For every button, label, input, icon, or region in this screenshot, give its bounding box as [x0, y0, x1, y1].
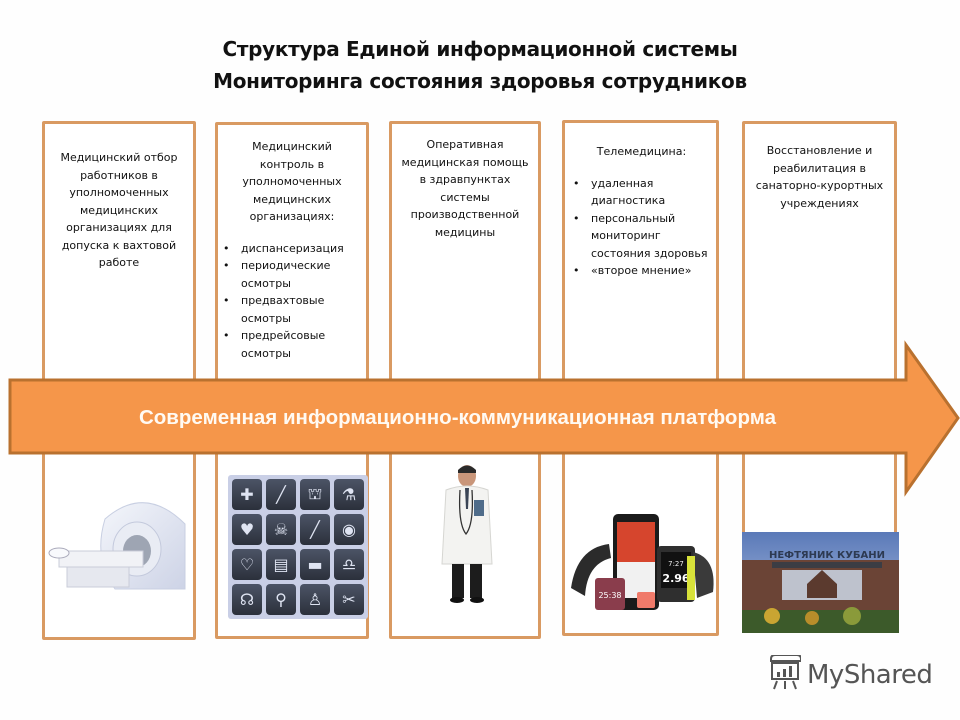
- stethoscope-icon: ☊: [232, 584, 262, 615]
- wearable-devices-image: 7:27 2.96 25:38: [567, 508, 717, 618]
- doctor-image: [432, 464, 502, 604]
- syringe-icon: ╱: [266, 479, 296, 510]
- watch-time-2-text: 25:38: [598, 591, 621, 600]
- card-medical-selection: Медицинский отбор работников в уполномоч…: [42, 121, 196, 640]
- card-rehabilitation: Восстановление и реабилитация в санаторн…: [742, 121, 899, 633]
- card-heading: Восстановление и реабилитация в санаторн…: [755, 144, 884, 210]
- bullet-list: диспансеризация периодические осмотры пр…: [223, 240, 361, 363]
- platform-arrow-label: Современная информационно-коммуникационн…: [138, 406, 776, 429]
- microscope-icon: ⚲: [266, 584, 296, 615]
- watermark-text: MyShared: [807, 660, 933, 690]
- clipboard-icon: ▤: [266, 549, 296, 580]
- watch-time-text: 7:27: [668, 560, 684, 568]
- skull-icon: ☠: [266, 514, 296, 545]
- list-item: предрейсовые осмотры: [223, 327, 361, 362]
- scissors-icon: ✂: [334, 584, 364, 615]
- medical-icons-grid: ✚ ╱ ⛫ ⚗ ♥ ☠ ╱ ◉ ♡ ▤ ▬ ♎ ☊ ⚲ ♙ ✂: [228, 475, 368, 619]
- myshared-watermark[interactable]: MyShared: [767, 654, 933, 695]
- bullet-list: удаленная диагностика персональный монит…: [573, 175, 710, 280]
- thermometer-icon: ╱: [300, 514, 330, 545]
- cross-icon: ✚: [232, 479, 262, 510]
- mri-scanner-image: [45, 489, 193, 599]
- building-sign-text: НЕФТЯНИК КУБАНИ: [769, 550, 885, 561]
- list-item: диспансеризация: [223, 240, 361, 258]
- eye-icon: ◉: [334, 514, 364, 545]
- lungs-icon: ♎: [334, 549, 364, 580]
- card-telemedicine: Телемедицина: удаленная диагностика перс…: [562, 120, 719, 636]
- list-item: предвахтовые осмотры: [223, 292, 361, 327]
- list-item: удаленная диагностика: [573, 175, 710, 210]
- card-content: Телемедицина: удаленная диагностика перс…: [573, 143, 710, 280]
- card-heading: Медицинский контроль в уполномоченных ме…: [242, 140, 342, 223]
- diagram-title: Структура Единой информационной системы …: [0, 33, 960, 97]
- card-heading: Медицинский отбор работников в уполномоч…: [60, 151, 178, 269]
- title-line-2: Мониторинга состояния здоровья сотрудник…: [213, 69, 747, 93]
- card-content: Медицинский контроль в уполномоченных ме…: [223, 138, 361, 362]
- card-medical-control: Медицинский контроль в уполномоченных ме…: [215, 122, 369, 639]
- title-line-1: Структура Единой информационной системы: [222, 37, 738, 61]
- list-item: персональный мониторинг состояния здоров…: [573, 210, 710, 263]
- presentation-board-icon: [767, 654, 802, 695]
- card-heading: Телемедицина:: [596, 145, 687, 158]
- ambulance-icon: ▬: [300, 549, 330, 580]
- tooth-icon: ⛫: [300, 479, 330, 510]
- heartbeat-icon: ♡: [232, 549, 262, 580]
- list-item: периодические осмотры: [223, 257, 361, 292]
- heart-anatomy-icon: ♥: [232, 514, 262, 545]
- list-item: «второе мнение»: [573, 262, 710, 280]
- card-heading: Оперативная медицинская помощь в здравпу…: [401, 138, 529, 239]
- sanatorium-building-image: НЕФТЯНИК КУБАНИ: [742, 532, 899, 633]
- card-emergency-care: Оперативная медицинская помощь в здравпу…: [389, 121, 541, 639]
- distance-text: 2.96: [662, 572, 689, 585]
- torso-icon: ♙: [300, 584, 330, 615]
- flasks-icon: ⚗: [334, 479, 364, 510]
